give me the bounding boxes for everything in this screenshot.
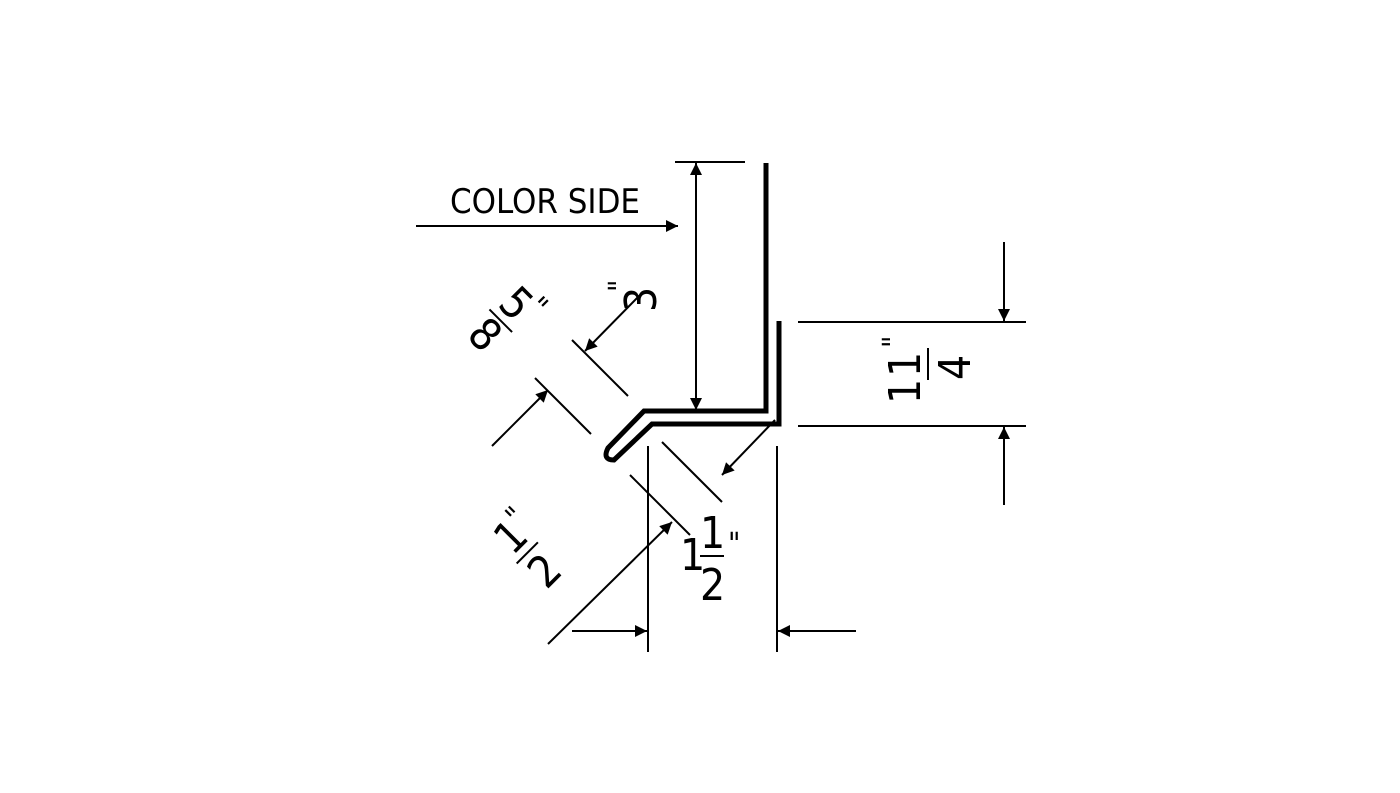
offset-dimension-text: 1 1 2 " [680, 508, 740, 611]
offset-ext-1 [661, 441, 723, 503]
hem-dimension-text: 5 8 " [458, 277, 554, 362]
offset-arrow [721, 419, 776, 476]
profile-outline [603, 163, 782, 463]
right-leg-dimension-text: 1 1 4 " [877, 336, 981, 404]
flange-ext-1 [571, 339, 629, 397]
svg-text:": " [728, 527, 740, 562]
svg-text:": " [603, 280, 638, 292]
top-flange-dimension-text: 3 " [603, 280, 667, 312]
flange-arrow-2 [491, 389, 549, 447]
flange-arrow-1 [584, 294, 641, 352]
svg-text:2: 2 [700, 560, 725, 611]
svg-text:1: 1 [700, 508, 725, 559]
svg-text:1: 1 [880, 379, 931, 404]
offset-ext-2 [629, 474, 691, 536]
flange-ext-2 [534, 377, 592, 435]
bottom-diagonal-line [547, 521, 673, 645]
svg-text:3: 3 [616, 287, 667, 312]
bottom-hem-dimension-text: 1 2 " [484, 500, 572, 598]
svg-text:": " [877, 336, 912, 348]
color-side-label: COLOR SIDE [450, 182, 640, 222]
svg-text:1: 1 [880, 352, 931, 377]
svg-text:4: 4 [930, 355, 981, 380]
